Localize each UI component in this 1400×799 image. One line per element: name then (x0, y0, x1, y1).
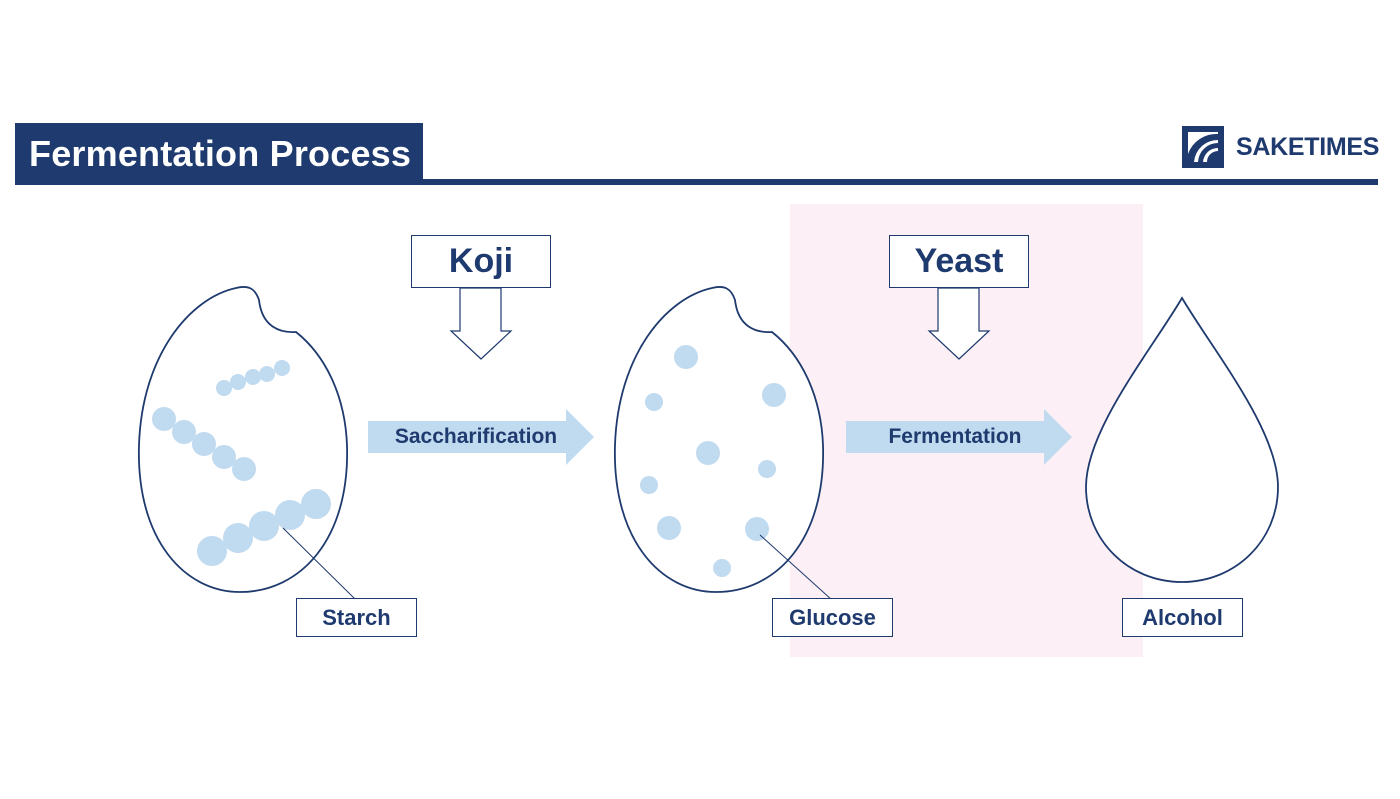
starch-molecules (152, 360, 331, 566)
saketimes-logo-icon (1182, 126, 1224, 168)
koji-down-arrow (449, 287, 513, 360)
koji-label: Koji (411, 235, 551, 288)
glucose-text: Glucose (789, 604, 876, 630)
glucose-pointer-line (759, 534, 833, 601)
starch-text: Starch (322, 604, 391, 630)
alcohol-drop (1085, 296, 1279, 583)
brand-logo: SAKETIMES (1182, 126, 1379, 168)
glucose-molecules (640, 345, 786, 577)
starch-label: Starch (296, 598, 417, 637)
fermentation-label: Fermentation (888, 425, 1022, 448)
saccharification-label: Saccharification (394, 425, 558, 448)
koji-text: Koji (448, 242, 514, 280)
header-rule (15, 179, 1378, 185)
alcohol-label: Alcohol (1122, 598, 1243, 637)
page-title-text: Fermentation Process (29, 133, 412, 174)
rice-grain-glucose (614, 286, 824, 593)
saccharification-arrow (368, 409, 594, 465)
brand-name: SAKETIMES (1236, 132, 1380, 161)
yeast-text: Yeast (914, 242, 1004, 280)
starch-pointer-line (282, 527, 357, 601)
yeast-down-arrow (927, 287, 991, 360)
fermentation-arrow (846, 409, 1072, 465)
glucose-label: Glucose (772, 598, 893, 637)
alcohol-text: Alcohol (1142, 604, 1223, 630)
yeast-label: Yeast (889, 235, 1029, 288)
page-title: Fermentation Process (15, 123, 423, 185)
